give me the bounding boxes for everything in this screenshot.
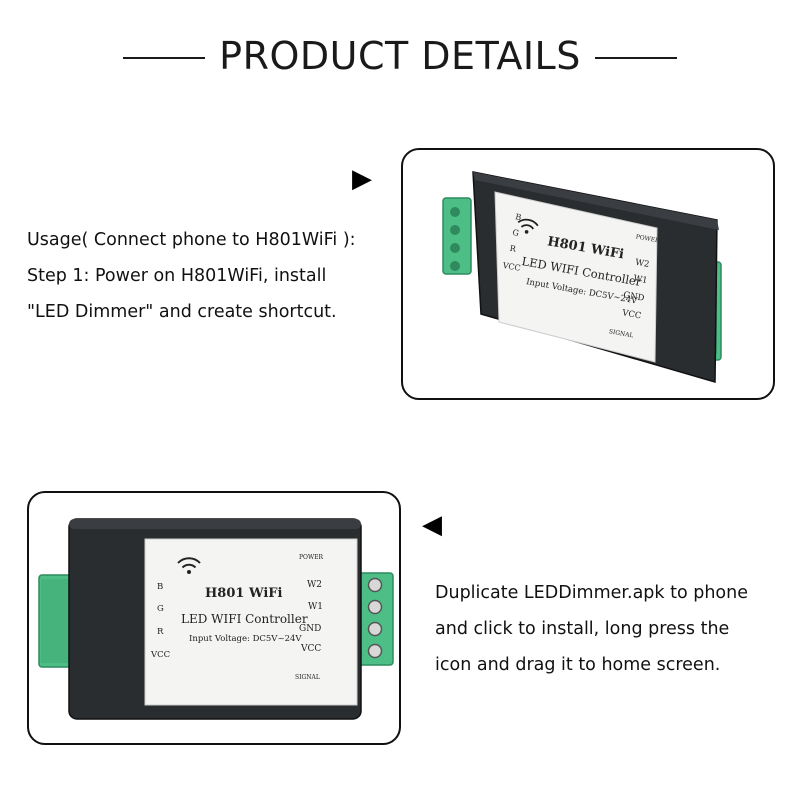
pin-label-left: B <box>157 582 163 592</box>
title-divider-right <box>595 57 677 59</box>
step2-line: icon and drag it to home screen. <box>435 655 721 675</box>
pin-label-left: G <box>512 228 520 238</box>
arrow-left-icon: ◀ <box>422 510 442 540</box>
device-name: LED WIFI Controller <box>181 612 308 626</box>
pin-label-left: R <box>509 244 517 254</box>
left-terminal-block <box>442 197 472 275</box>
arrow-right-icon: ▶ <box>352 164 372 194</box>
title-divider-left <box>123 57 205 59</box>
pin-label-right: GND <box>623 290 646 304</box>
step2-line: and click to install, long press the <box>435 619 730 639</box>
pin-label-left: R <box>157 627 164 637</box>
device-label <box>144 538 358 706</box>
power-label: POWER <box>299 554 324 561</box>
step1-instructions: Usage( Connect phone to H801WiFi ): Step… <box>27 222 356 330</box>
pin-label-left: VCC <box>150 650 170 660</box>
power-label: POWER <box>635 233 660 244</box>
step2-line: Duplicate LEDDimmer.apk to phone <box>435 583 748 603</box>
device-illustration-front: H801 WiFi LED WIFI Controller Input Volt… <box>38 518 394 720</box>
device-photo-front: H801 WiFi LED WIFI Controller Input Volt… <box>27 491 401 745</box>
signal-label: SIGNAL <box>295 674 320 681</box>
page-title: PRODUCT DETAILS <box>219 34 581 78</box>
pin-label-left: VCC <box>501 261 521 273</box>
device-label <box>494 191 658 363</box>
pin-label-right: VCC <box>620 308 642 321</box>
pin-label-right: W1 <box>633 274 649 286</box>
wifi-icon <box>517 218 539 234</box>
step2-instructions: Duplicate LEDDimmer.apk to phone and cli… <box>435 575 748 683</box>
wifi-icon <box>177 557 201 574</box>
pin-label-right: GND <box>299 624 321 634</box>
step1-line: Step 1: Power on H801WiFi, install <box>27 266 327 286</box>
right-terminal-block <box>358 572 394 666</box>
pin-label-right: W1 <box>308 602 323 612</box>
pin-label-right: W2 <box>307 580 322 590</box>
device-photo-angled: H801 WiFi LED WIFI Controller Input Volt… <box>401 148 775 400</box>
device-model: H801 WiFi <box>205 586 282 601</box>
step1-line: Usage( Connect phone to H801WiFi ): <box>27 230 356 250</box>
pin-label-right: W2 <box>634 258 650 270</box>
pin-label-left: B <box>515 212 522 222</box>
device-illustration-angled: H801 WiFi LED WIFI Controller Input Volt… <box>442 171 722 383</box>
device-voltage: Input Voltage: DC5V~24V <box>189 634 302 644</box>
step1-line: "LED Dimmer" and create shortcut. <box>27 302 337 322</box>
title-row: PRODUCT DETAILS <box>0 28 800 88</box>
pin-label-left: G <box>157 604 164 614</box>
pin-label-right: VCC <box>300 644 321 654</box>
signal-label: SIGNAL <box>608 328 634 339</box>
